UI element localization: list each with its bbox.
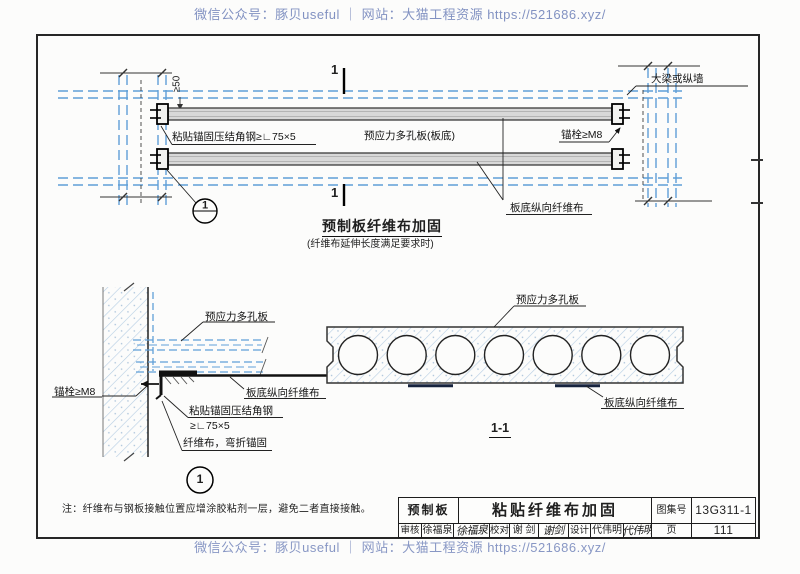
checker-name: 谢 剑 xyxy=(509,523,538,538)
fiber-label-section: 板底纵向纤维布 xyxy=(604,397,678,409)
designer-name: 代伟明 xyxy=(590,523,623,538)
anchor-bolt-ticks xyxy=(150,109,630,164)
angle-steel-label-line2: ≥∟75×5 xyxy=(190,420,230,432)
plan-dimension-marks xyxy=(100,61,712,206)
drawing-subtitle: (纤维布延伸长度满足要求时) xyxy=(307,239,434,250)
beam-wall-label: 大梁或纵墙 xyxy=(651,73,704,85)
detail-slab-dashed xyxy=(133,339,265,373)
page-label: 页 xyxy=(651,523,691,538)
checker-signature: 谢剑 xyxy=(538,523,568,538)
designer-signature-text: 代伟明 xyxy=(623,523,651,538)
section-linework xyxy=(326,305,684,409)
slab-cores xyxy=(337,334,671,376)
reviewer-signature-text: 徐福泉 xyxy=(455,523,488,538)
dim-arrow xyxy=(177,104,183,110)
detail-bubble-number: 1 xyxy=(201,199,209,212)
detail-number: 1 xyxy=(196,472,204,487)
watermark-top: 微信公众号：豚贝useful ｜ 网站：大猫工程资源 https://52168… xyxy=(194,7,606,22)
fiber-strip-2 xyxy=(167,152,613,166)
dim-min50-label: ≥50 xyxy=(171,75,183,93)
fiber-bend-label: 纤维布，弯折锚固 xyxy=(183,437,267,449)
section-mark-bottom-number: 1 xyxy=(331,185,339,200)
titleblock-atlas-label: 图集号 xyxy=(651,498,691,523)
checker-label: 校对 xyxy=(489,523,509,538)
border-tick-1 xyxy=(751,159,763,161)
page-frame xyxy=(36,34,760,539)
reviewer-name: 徐福泉 xyxy=(421,523,453,538)
plan-hidden-lines xyxy=(140,80,644,204)
section-mark-top-number: 1 xyxy=(331,62,339,77)
title-block: 预制板 粘贴纤维布加固 图集号 13G311-1 审核 徐福泉 徐福泉 校对 谢… xyxy=(398,497,756,538)
plan-leaders xyxy=(160,85,748,215)
angle-steel-label-line1: 粘贴锚固压结角钢 xyxy=(189,405,273,417)
detail-bubble xyxy=(192,198,218,224)
slab-label-detail: 预应力多孔板 xyxy=(205,311,268,323)
fiber-label-plan: 板底纵向纤维布 xyxy=(510,202,584,214)
border-tick-2 xyxy=(751,202,763,204)
angle-steel-plates xyxy=(156,103,624,170)
reviewer-signature: 徐福泉 xyxy=(453,523,489,538)
titleblock-atlas-number: 13G311-1 xyxy=(691,498,755,523)
reviewer-label: 审核 xyxy=(399,523,421,538)
checker-signature-text: 谢剑 xyxy=(542,524,565,538)
note-text: 注：纤维布与钢板接触位置应增涂胶粘剂一层，避免二者直接接触。 xyxy=(62,504,371,515)
fiber-strip-1 xyxy=(167,107,613,121)
watermark-bottom: 微信公众号：豚贝useful ｜ 网站：大猫工程资源 https://52168… xyxy=(194,540,606,555)
slab-label-section: 预应力多孔板 xyxy=(516,294,579,306)
titleblock-sheet-title: 粘贴纤维布加固 xyxy=(458,498,651,523)
detail-linework xyxy=(52,282,341,494)
section-leaders xyxy=(493,305,684,409)
detail-leaders xyxy=(52,321,326,451)
anchor-bolt-label-plan: 锚栓≥M8 xyxy=(561,129,603,141)
anchor-bolt-label-detail: 锚栓≥M8 xyxy=(54,386,96,398)
titleblock-category: 预制板 xyxy=(407,502,450,517)
designer-label: 设计 xyxy=(568,523,590,538)
page-number: 111 xyxy=(691,523,755,538)
plan-wall-dashed-lines xyxy=(58,68,682,207)
plan-linework xyxy=(58,61,748,224)
detail-number-circle xyxy=(186,466,214,494)
designer-signature: 代伟明 xyxy=(623,523,651,538)
detail-angle-and-fiber xyxy=(141,369,341,400)
fiber-label-detail: 板底纵向纤维布 xyxy=(246,387,320,399)
angle-steel-label: 粘贴锚固压结角钢≥∟75×5 xyxy=(172,131,296,143)
drawing-title: 预制板纤维布加固 xyxy=(322,218,442,238)
slab-label-plan: 预应力多孔板(板底) xyxy=(364,130,455,142)
section-name: 1-1 xyxy=(489,421,512,439)
